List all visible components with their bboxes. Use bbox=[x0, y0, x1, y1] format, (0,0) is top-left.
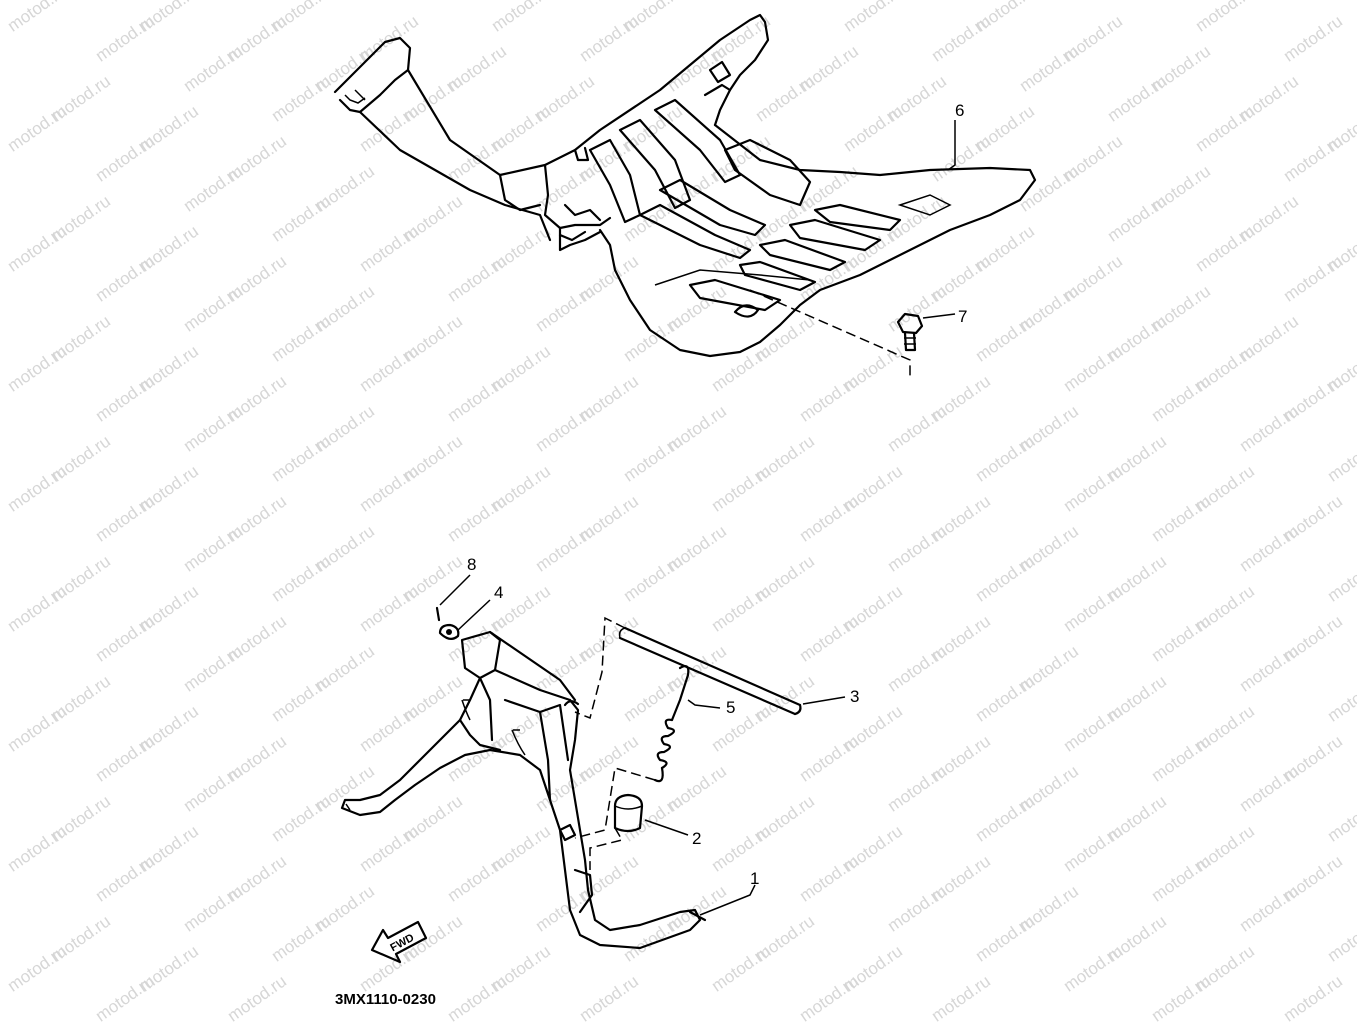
floor-panel-drawing bbox=[333, 13, 1037, 380]
main-stand-drawing bbox=[340, 630, 707, 950]
callout-2: 2 bbox=[692, 829, 701, 848]
washer-4-drawing bbox=[438, 623, 460, 640]
callout-3: 3 bbox=[850, 687, 859, 706]
callout-5: 5 bbox=[726, 698, 735, 717]
spring-5-drawing bbox=[653, 665, 690, 783]
leader-lines bbox=[439, 120, 956, 916]
collar-2-drawing bbox=[613, 793, 644, 833]
callouts: 6 7 8 4 5 3 2 1 bbox=[467, 101, 967, 888]
callout-8: 8 bbox=[467, 555, 476, 574]
fwd-arrow-drawing: FWD bbox=[370, 920, 428, 964]
callout-1: 1 bbox=[750, 869, 759, 888]
diagram-code: 3MX1110-0230 bbox=[335, 991, 436, 1008]
pin-8-drawing bbox=[435, 606, 441, 622]
callout-7: 7 bbox=[958, 307, 967, 326]
callout-6: 6 bbox=[955, 101, 964, 120]
shaft-3-drawing bbox=[618, 626, 802, 716]
callout-4: 4 bbox=[494, 583, 503, 602]
